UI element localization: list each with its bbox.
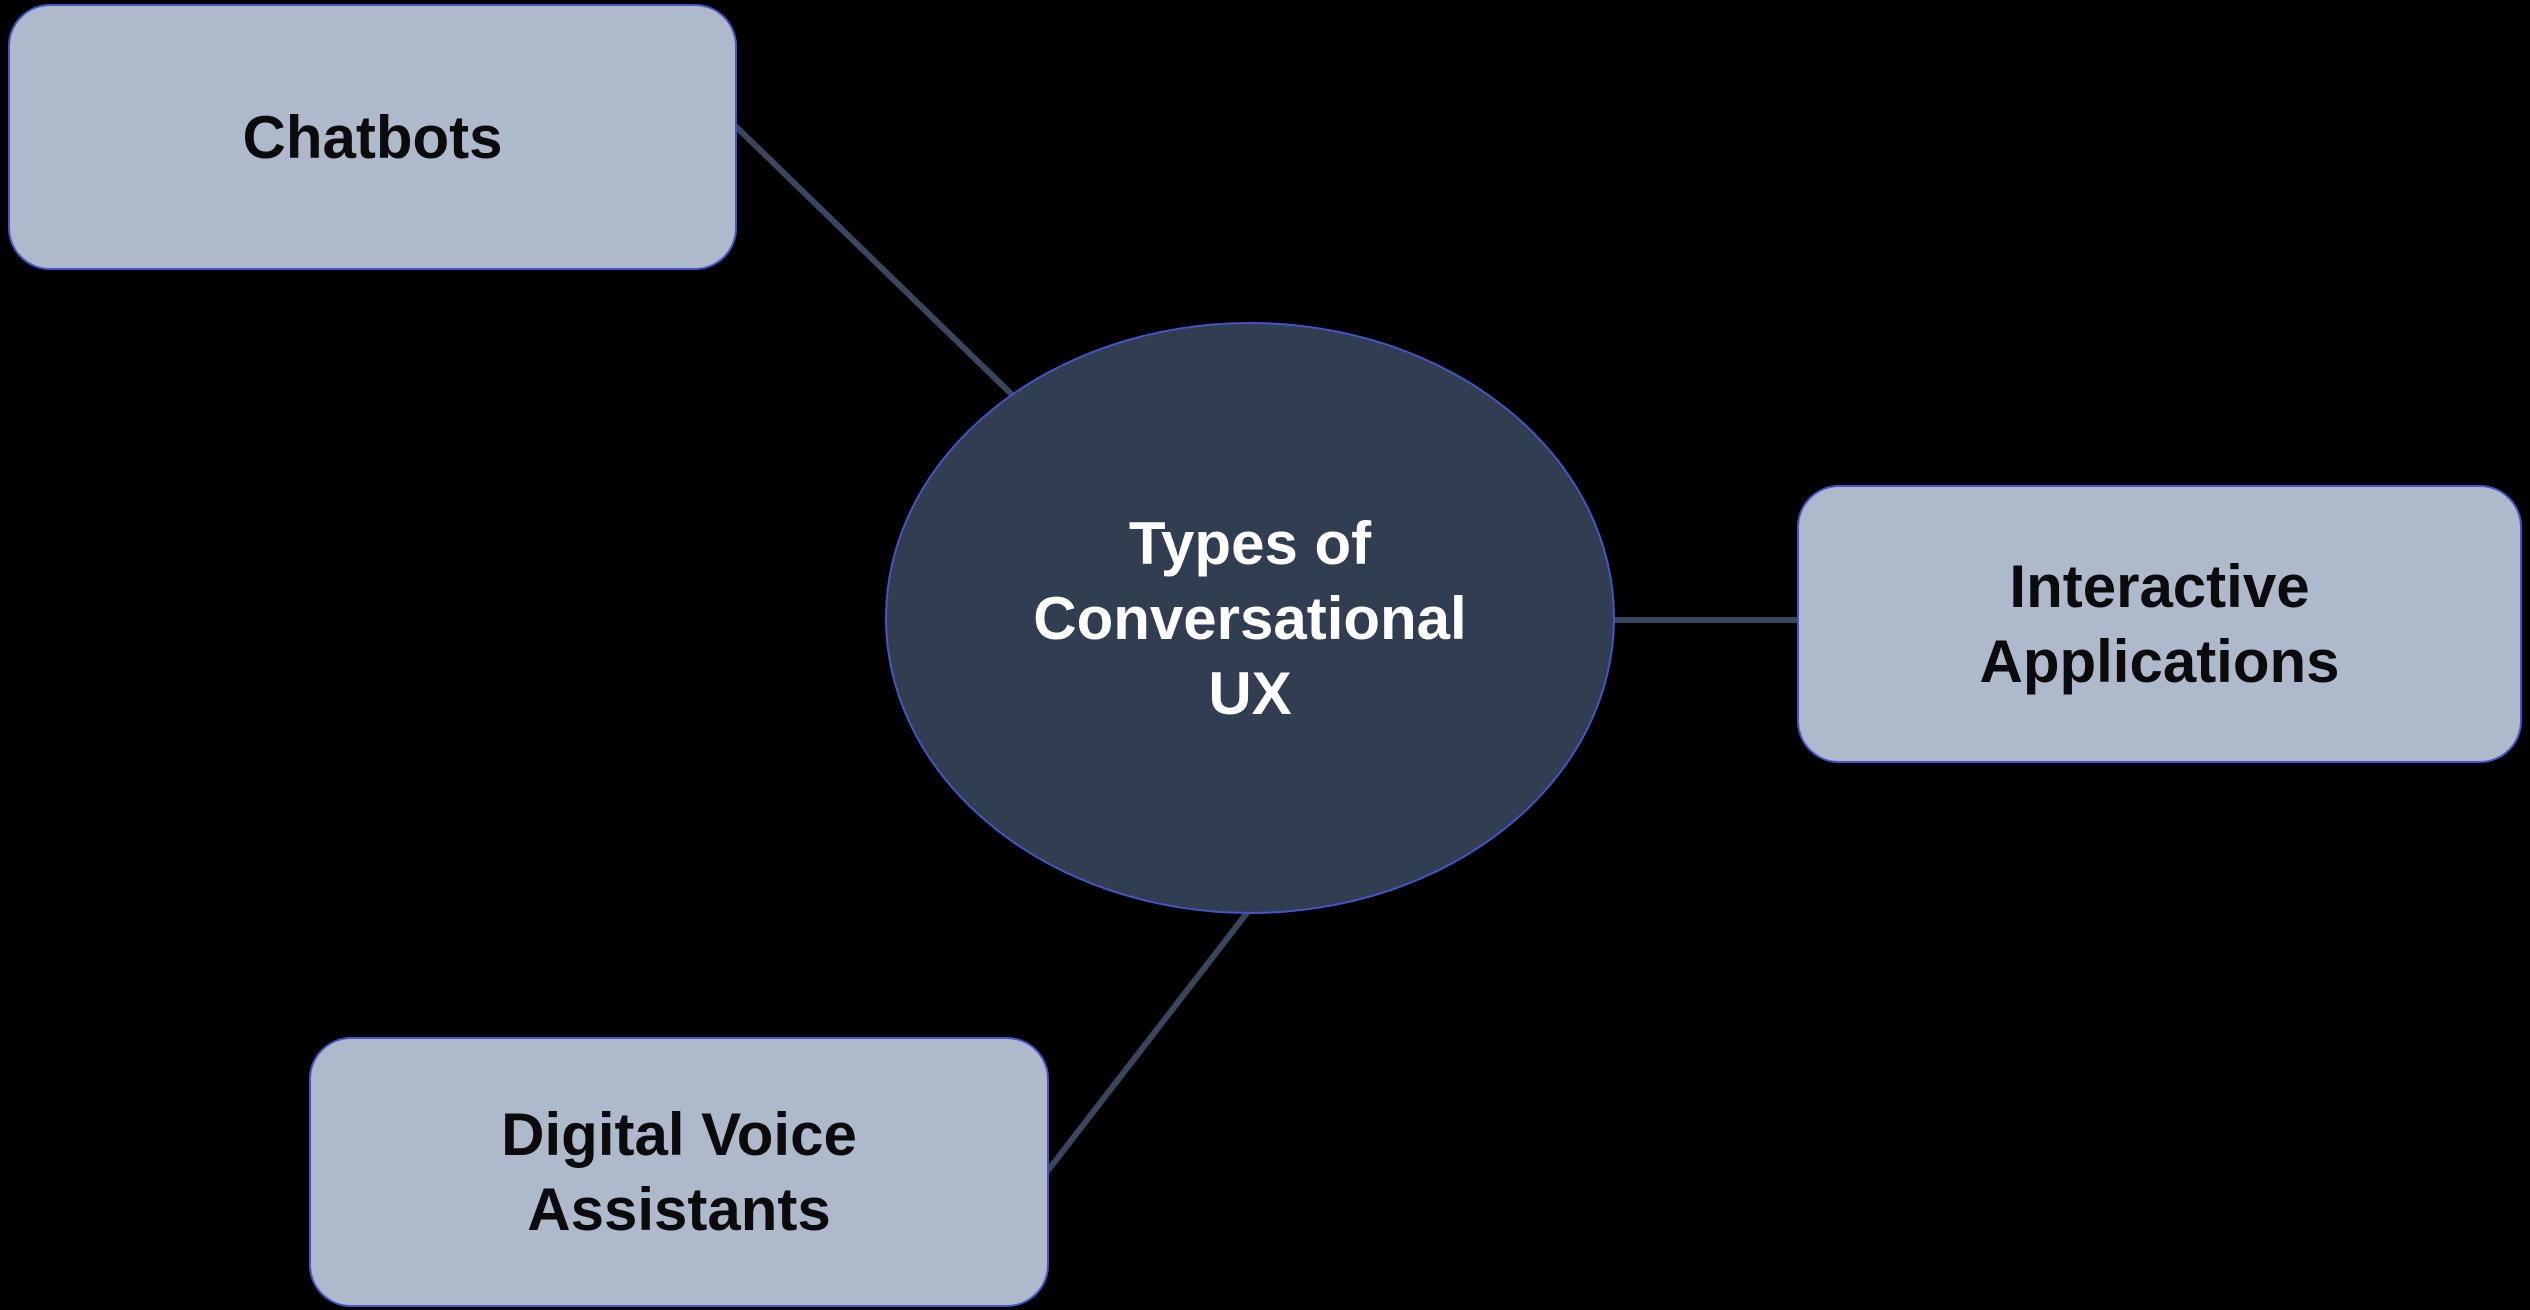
label-line: Types of	[1128, 509, 1372, 577]
label-line: Interactive	[2009, 553, 2310, 620]
label-line: Applications	[1979, 628, 2340, 695]
label-line: Digital Voice	[501, 1101, 857, 1168]
node-chatbots-label: Chatbots	[243, 100, 503, 175]
label-line: Chatbots	[242, 103, 503, 171]
node-digital-voice-assistants[interactable]: Digital Voice Assistants	[309, 1037, 1049, 1307]
node-interactive-applications-label: Interactive Applications	[1979, 549, 2339, 699]
connector-chatbots-to-center	[719, 110, 1038, 420]
node-chatbots[interactable]: Chatbots	[8, 4, 737, 270]
center-node-label: Types of Conversational UX	[1033, 506, 1466, 731]
node-interactive-applications[interactable]: Interactive Applications	[1797, 485, 2522, 763]
label-line: Conversational	[1033, 584, 1467, 652]
center-node-types-of-conversational-ux[interactable]: Types of Conversational UX	[885, 322, 1615, 914]
node-digital-voice-assistants-label: Digital Voice Assistants	[501, 1097, 857, 1247]
label-line: Assistants	[527, 1176, 831, 1243]
connector-digital-voice-assistants-to-center	[1033, 894, 1263, 1188]
label-line: UX	[1208, 659, 1292, 727]
